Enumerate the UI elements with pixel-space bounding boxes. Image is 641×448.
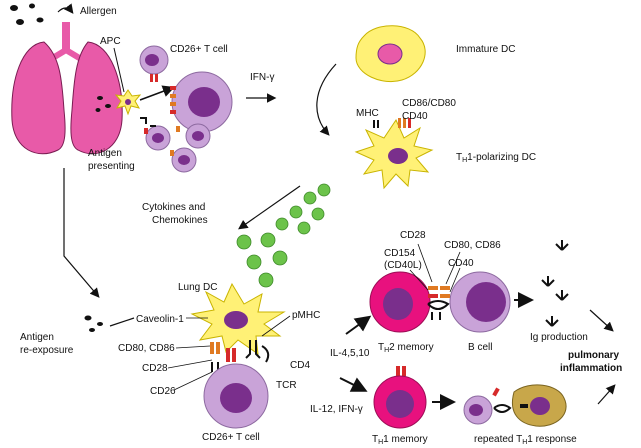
lung-dc-label: Lung DC xyxy=(178,282,217,293)
cytokines-label-2: Chemokines xyxy=(152,215,208,226)
th1-polarizing-dc-label: TH1-polarizing DC xyxy=(456,152,536,164)
cd26-t-cell-bottom-label: CD26+ T cell xyxy=(202,432,260,443)
th2-memory-cell xyxy=(369,271,431,333)
pmhc-pointer xyxy=(261,315,291,337)
t-cell-small-top xyxy=(139,45,169,82)
cd4-label: CD4 xyxy=(290,360,310,371)
cytokines-label-1: Cytokines and xyxy=(142,202,205,213)
th2-memory-label: TH2 memory xyxy=(378,342,434,354)
chemokine-spheres xyxy=(236,183,331,288)
to-th1-arrow xyxy=(339,377,368,392)
th1-to-inflammation-arrow xyxy=(597,384,616,405)
cd28-pointer xyxy=(167,359,213,369)
apc-label: APC xyxy=(100,36,121,47)
antibodies xyxy=(541,240,569,327)
il-4510-label: IL-4,5,10 xyxy=(330,348,370,359)
cd40l-label: (CD40L) xyxy=(384,260,422,271)
apc-to-tcell-arrow xyxy=(139,85,175,101)
immature-to-th1dc-arrow xyxy=(316,63,337,136)
antigen-presenting-label-2: presenting xyxy=(88,161,135,172)
to-th2-arrow xyxy=(345,315,372,335)
b-cell-label: B cell xyxy=(468,342,492,353)
t-cell-cluster-small xyxy=(140,117,211,173)
th1-memory-cell xyxy=(373,366,427,429)
immature-dc-label: Immature DC xyxy=(456,44,515,55)
cd80-cd86-pointer xyxy=(175,345,211,349)
caveolin-label: Caveolin-1 xyxy=(136,314,184,325)
cd80-cd86-right-label: CD80, CD86 xyxy=(444,240,501,251)
b-cell xyxy=(449,271,511,333)
t-cell-bottom xyxy=(203,363,269,429)
th2-bcell-receptors xyxy=(409,243,461,320)
immature-dc xyxy=(355,25,426,82)
cd28-left-label: CD28 xyxy=(142,363,168,374)
cd26-label: CD26 xyxy=(150,386,176,397)
cd28-mid-label: CD28 xyxy=(400,230,426,241)
cd80-cd86-left-label: CD80, CD86 xyxy=(118,343,175,354)
cd26-pointer xyxy=(173,371,213,391)
cd154-label: CD154 xyxy=(384,248,416,259)
antigen-presenting-label-1: Antigen xyxy=(88,148,122,159)
pmhc-label: pMHC xyxy=(292,310,320,321)
ig-production-label: Ig production xyxy=(530,332,588,343)
reexposure-arrow xyxy=(109,317,135,327)
th1-memory-label: TH1 memory xyxy=(372,434,428,446)
th1-polarizing-dc xyxy=(354,118,434,190)
lung-to-reexposure-arrow xyxy=(63,168,100,298)
antigen-reexposure-label-2: re-exposure xyxy=(20,345,74,356)
cd40-right-label: CD40 xyxy=(448,258,474,269)
repeated-th1-cells xyxy=(463,384,567,427)
lungs xyxy=(11,22,123,155)
ifn-gamma-label: IFN-γ xyxy=(250,72,274,83)
cd86-cd80-label: CD86/CD80 xyxy=(402,98,456,109)
cd26-t-cell-top-label: CD26+ T cell xyxy=(170,44,228,55)
antigen-reexposure-label-1: Antigen xyxy=(20,332,54,343)
mhc-label: MHC xyxy=(356,108,379,119)
allergen-particles xyxy=(10,3,44,25)
reexposure-particles xyxy=(84,315,103,332)
allergen-curve-arrow xyxy=(57,3,74,14)
t-cell-large-top xyxy=(170,71,233,133)
lung-dc xyxy=(190,282,286,356)
repeated-th1-label: repeated TH1 response xyxy=(474,434,577,446)
allergen-label: Allergen xyxy=(80,6,117,17)
tcr-label: TCR xyxy=(276,380,297,391)
pulmonary-label-1: pulmonary xyxy=(568,350,620,361)
apc-cell xyxy=(114,89,142,116)
apc-pointer xyxy=(113,47,125,93)
cd40-top-label: CD40 xyxy=(402,111,428,122)
il-12-label: IL-12, IFN-γ xyxy=(310,404,363,415)
cytokine-arrow xyxy=(238,185,301,230)
ig-to-inflammation-arrow xyxy=(589,309,614,332)
pulmonary-label-2: inflammation xyxy=(560,363,622,374)
